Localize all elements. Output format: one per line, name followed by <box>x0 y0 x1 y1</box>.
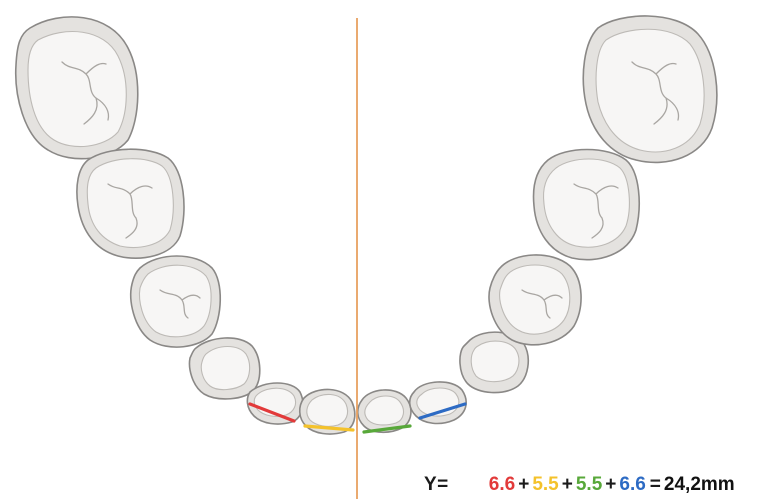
formula-equals: = <box>650 470 661 499</box>
tooth-right-second-molar <box>583 16 717 162</box>
tooth-left-second-molar <box>16 17 138 159</box>
tooth-right-first-molar <box>534 150 640 260</box>
tooth-left-first-molar <box>77 149 184 258</box>
tooth-right-lateral-incisor <box>410 382 466 424</box>
formula-lhs: Y= <box>424 470 449 499</box>
tooth-left-lateral-incisor <box>247 383 302 424</box>
formula-plus: + <box>562 470 573 499</box>
formula-term-green: 5.5 <box>576 470 602 499</box>
formula-term-blue: 6.6 <box>619 470 645 499</box>
tooth-right-second-premolar <box>489 255 581 345</box>
tooth-left-second-premolar <box>131 256 220 347</box>
arch-width-formula: Y= 6.6 + 5.5 + 5.5 + 6.6 = 24,2mm <box>418 470 771 499</box>
formula-term-yellow: 5.5 <box>532 470 558 499</box>
formula-total: 24,2mm <box>664 470 735 499</box>
formula-plus: + <box>605 470 616 499</box>
formula-plus: + <box>518 470 529 499</box>
tooth-left-first-premolar <box>190 338 260 399</box>
formula-term-red: 6.6 <box>489 470 515 499</box>
